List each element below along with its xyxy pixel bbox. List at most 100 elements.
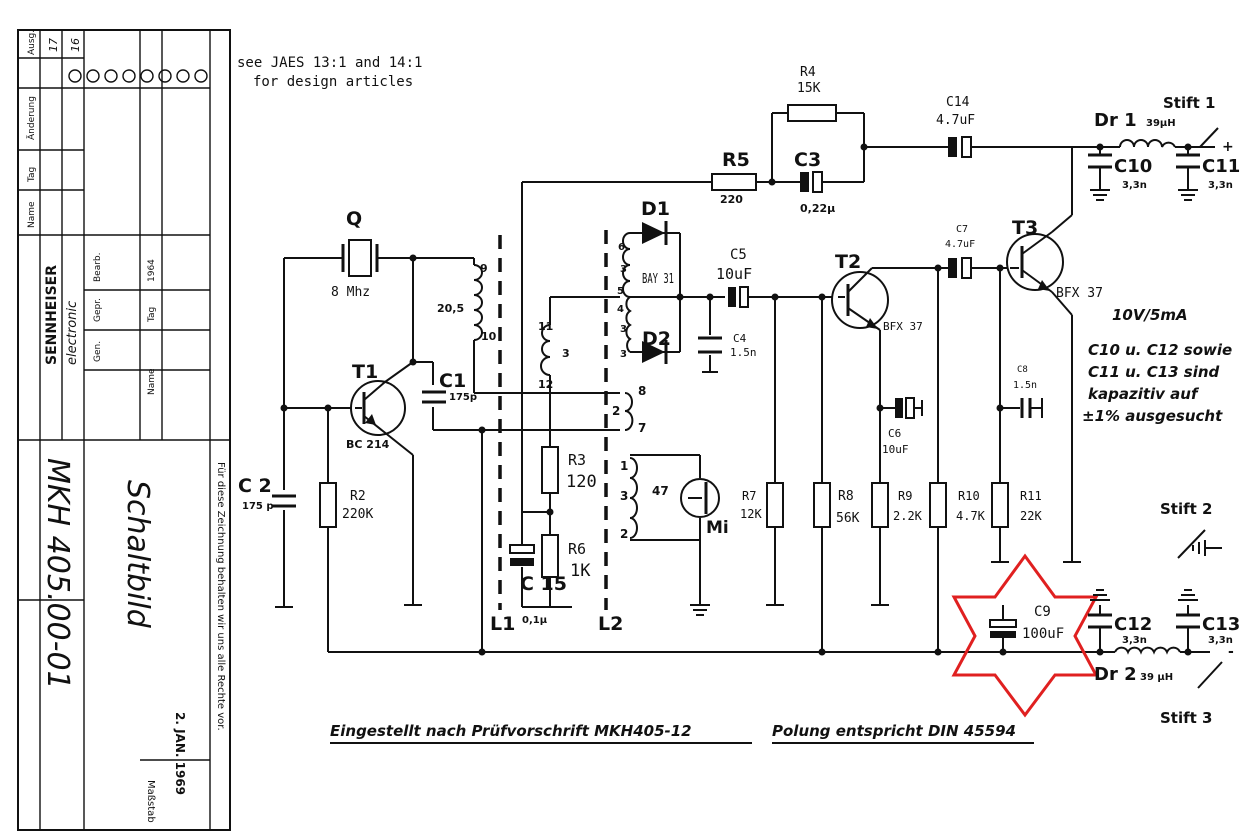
- c1-value: 175p: [449, 392, 477, 403]
- capacitor-c6: C6 10uF: [882, 397, 923, 456]
- r9-value: 2.2K: [893, 509, 923, 523]
- tap-2b: 2: [620, 527, 628, 541]
- r11-name: R11: [1020, 489, 1042, 503]
- mi-name: Mi: [706, 518, 729, 538]
- c6-value: 10uF: [882, 443, 909, 456]
- tap-1: 1: [620, 459, 628, 473]
- d1-value: BAY 31: [642, 272, 674, 287]
- stift-1-plus: +: [1222, 139, 1234, 155]
- tap-20-5: 20,5: [437, 302, 464, 315]
- tap-3c: 3: [620, 324, 627, 335]
- stift-3-label: Stift 3: [1160, 709, 1212, 727]
- spec-supply: 10V/5mA: [1112, 306, 1188, 324]
- q-name: Q: [346, 208, 362, 230]
- note-line-1: see JAES 13:1 and 14:1: [237, 55, 422, 71]
- scale-label: Maßstab: [145, 780, 156, 823]
- rev-16: 16: [69, 38, 82, 52]
- t1-value: BC 214: [346, 438, 390, 451]
- row-bearb: Bearb.: [93, 252, 103, 282]
- header-name: Name: [27, 201, 37, 228]
- resistor-r8: R8 56K: [813, 482, 860, 528]
- r9-name: R9: [898, 489, 912, 503]
- inductor-dr1: Dr 1 39μH: [1094, 110, 1176, 148]
- t1-name: T1: [352, 361, 378, 383]
- header-aenderung: Änderung: [26, 96, 37, 140]
- stift-1-label: Stift 1: [1163, 94, 1215, 112]
- c7-name: C7: [956, 224, 968, 235]
- rev-17: 17: [47, 38, 60, 52]
- t2-name: T2: [835, 251, 861, 273]
- revision-circles: [68, 69, 208, 83]
- row-1964: 1964: [147, 259, 157, 282]
- capacitor-c10: C10 3,3n: [1088, 153, 1152, 201]
- r4-name: R4: [800, 65, 816, 80]
- capacitor-c15: C 15 0,1μ: [509, 544, 567, 626]
- capacitor-c5: C5 10uF: [716, 247, 752, 308]
- r6-value: 1K: [570, 561, 591, 581]
- l2-label: L2: [598, 613, 623, 635]
- resistor-r6: R6 1K: [541, 534, 591, 581]
- c11-value: 3,3n: [1208, 180, 1233, 191]
- c13-name: C13: [1202, 614, 1240, 635]
- drawing-name: Schaltbild: [120, 480, 155, 629]
- c4-value: 1.5n: [730, 346, 757, 359]
- capacitor-c12: C12 3,3n: [1088, 589, 1152, 646]
- transistor-t1: T1 BC 214: [346, 361, 414, 456]
- junction-dots: [280, 143, 1192, 656]
- tap-3d: 3: [620, 349, 627, 360]
- dr2-name: Dr 2: [1094, 664, 1137, 685]
- resistor-r4: R4 15K: [787, 65, 837, 122]
- r10-value: 4.7K: [956, 509, 986, 523]
- coil-stack-l2: 6 3 5 4 3 3 8 2 7: [612, 232, 646, 435]
- mic-coil: 1 3 2 47: [620, 457, 669, 541]
- capacitor-c2: C 2 175 p: [238, 475, 296, 512]
- tap-10: 10: [481, 330, 497, 343]
- capacitor-c7: C7 4.7uF: [945, 224, 975, 279]
- dr2-value: 39 μH: [1140, 672, 1173, 683]
- capacitor-c3: C3 0,22μ: [794, 149, 835, 215]
- highlight-star: [951, 553, 1099, 718]
- resistor-r3: R3 120: [541, 446, 597, 494]
- resistor-r9: R9 2.2K: [871, 482, 923, 528]
- capacitor-c13: C13 3,3n: [1176, 589, 1240, 646]
- header-ausg: Ausg.: [27, 30, 37, 55]
- r10-name: R10: [958, 489, 980, 503]
- q-value: 8 Mhz: [331, 285, 370, 300]
- row-gepr: Gepr.: [93, 298, 103, 322]
- r8-name: R8: [838, 489, 854, 504]
- c10-value: 3,3n: [1122, 180, 1147, 191]
- c6-name: C6: [888, 427, 901, 440]
- c11-name: C11: [1202, 156, 1240, 177]
- capacitor-c8: C8 1.5n: [1013, 365, 1043, 418]
- r5-value: 220: [720, 193, 743, 206]
- title-block: Ausg. Änderung Tag Name 17 16 SENNHEISER…: [17, 29, 231, 831]
- dr1-value: 39μH: [1146, 118, 1176, 129]
- c12-value: 3,3n: [1122, 635, 1147, 646]
- coil-9-10: 9 20,5 10: [437, 262, 497, 343]
- d1-name: D1: [641, 198, 670, 220]
- tap-5: 5: [617, 286, 624, 297]
- date-stamp: 2. JAN. 1969: [173, 712, 187, 795]
- resistor-r7: R7 12K: [740, 482, 784, 528]
- c14-value: 4.7uF: [936, 113, 975, 128]
- row-tag: Tag: [147, 307, 157, 323]
- c9-value: 100uF: [1022, 626, 1064, 642]
- t3-name: T3: [1012, 217, 1038, 239]
- company-name: SENNHEISER: [44, 265, 60, 365]
- t3-value: BFX 37: [1056, 286, 1103, 301]
- c1-name: C1: [439, 370, 466, 392]
- transistor-t3: T3 BFX 37: [1006, 217, 1103, 301]
- resistor-r5: R5 220: [711, 149, 757, 206]
- tap-6: 6: [618, 242, 625, 253]
- company-sub: electronic: [65, 301, 80, 365]
- r7-value: 12K: [740, 507, 762, 521]
- microphone-mi: Mi: [680, 478, 729, 538]
- transistor-t2: T2 BFX 37: [831, 251, 923, 333]
- diode-d2: D2: [642, 328, 671, 364]
- c14-name: C14: [946, 95, 970, 110]
- c9-name: C9: [1034, 604, 1051, 620]
- footer-right: Polung entspricht DIN 45594: [772, 722, 1016, 740]
- tap-4: 4: [617, 304, 624, 315]
- r3-value: 120: [566, 472, 597, 492]
